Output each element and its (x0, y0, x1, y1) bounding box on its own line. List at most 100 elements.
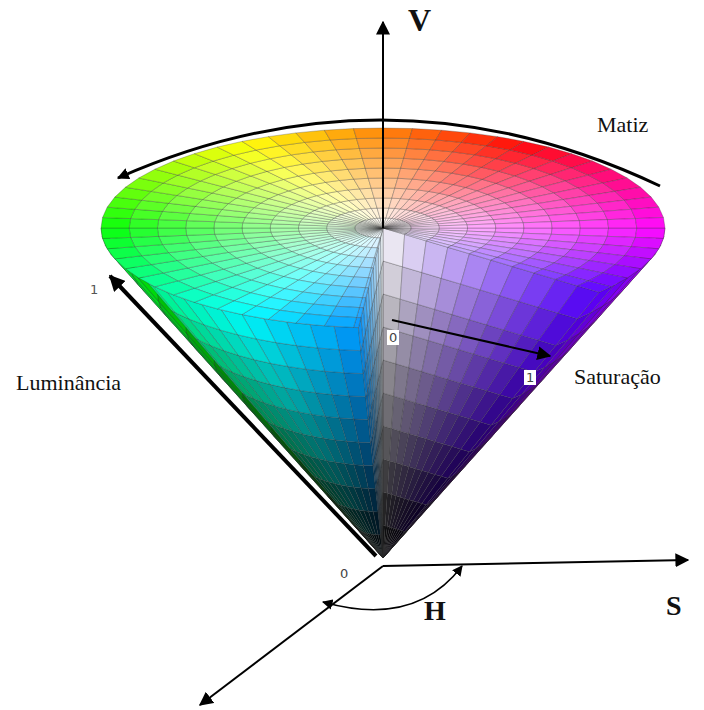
cone-facet (551, 221, 580, 228)
cone-facet (426, 240, 451, 248)
hue-label: Matiz (597, 114, 648, 136)
cone-facet (411, 226, 439, 228)
cone-facet (441, 449, 469, 478)
scale-number: 0 (340, 567, 348, 580)
cone-facet (242, 393, 271, 429)
cone-facet (405, 234, 429, 241)
cone-facet (362, 158, 383, 168)
cone-facet (298, 228, 327, 231)
cone-facet (378, 510, 381, 535)
cone-facet (186, 228, 215, 235)
cone-facet (368, 178, 383, 188)
cone-facet (330, 138, 359, 149)
cone-facet (129, 228, 158, 237)
cone-facet (157, 228, 186, 236)
cone-facet (383, 531, 405, 558)
cone-facet (348, 168, 368, 179)
cone-facet (324, 129, 356, 140)
cone-facet (355, 525, 383, 558)
cone-facet (372, 218, 383, 228)
cone-facet (371, 188, 383, 198)
cone-facet (381, 532, 383, 558)
cone-facet (400, 502, 422, 530)
cone-facet (607, 219, 636, 228)
cone-facet (383, 228, 406, 234)
cone-facet (159, 235, 190, 244)
cone-facet (291, 449, 319, 478)
cone-facet (439, 225, 468, 228)
cone-facet (186, 333, 216, 370)
cone-facet (355, 526, 383, 558)
scale-number: 1 (524, 370, 536, 385)
axis-letter: V (408, 4, 431, 36)
cone-facet (101, 228, 131, 238)
cone-facet (369, 219, 383, 228)
cone-facet (631, 207, 663, 218)
cone-facet (374, 198, 383, 208)
s-axis (383, 560, 688, 566)
cone-facet (577, 281, 611, 292)
cone-facet (383, 148, 407, 158)
axis-letter: S (666, 592, 682, 620)
luminance-label: Luminância (16, 372, 121, 394)
cone-facet (469, 252, 497, 261)
cone-facet (129, 219, 158, 228)
axis-letter: H (424, 597, 446, 625)
cone-facet (376, 486, 379, 512)
cone-facet (187, 234, 218, 242)
cone-facet (103, 237, 135, 248)
cone-facet (383, 526, 411, 558)
cone-facet (131, 236, 163, 246)
cone-facet (523, 222, 552, 228)
cone-facet (383, 138, 410, 148)
cone-facet (402, 504, 426, 532)
cone-facet (383, 158, 404, 168)
cone-facet (373, 462, 376, 489)
cone-facet (480, 395, 512, 425)
cone-facet (374, 218, 383, 228)
cone-facet (101, 218, 131, 228)
cone-facet (383, 261, 402, 299)
cone-facet (157, 220, 186, 228)
cone-facet (383, 226, 411, 228)
cone-facet (270, 426, 299, 462)
v-axis (382, 22, 384, 228)
cone-facet (327, 228, 355, 230)
cone-facet (296, 130, 330, 142)
scale-number: 1 (90, 283, 98, 296)
cone-facet (214, 228, 243, 234)
cone-facet (579, 228, 608, 236)
cone-facet (356, 138, 383, 148)
cone-facet (382, 530, 383, 558)
cone-facet (576, 211, 607, 220)
cone-facet (381, 533, 383, 558)
cone-facet (371, 438, 374, 466)
cone-facet (448, 246, 474, 254)
cone-facet (635, 228, 665, 238)
cone-facet (539, 313, 578, 345)
cone-facet (604, 209, 636, 219)
cone-facet (467, 224, 496, 228)
saturation-arrow (392, 320, 550, 356)
cone-facet (383, 227, 411, 228)
cone-facet (379, 508, 381, 534)
cone-facet (383, 527, 411, 558)
saturation-label: Saturação (574, 366, 661, 388)
cone-facet (381, 531, 383, 558)
cone-facet (383, 128, 412, 138)
cone-facet (342, 158, 365, 169)
cone-facet (365, 168, 383, 178)
cone-facet (354, 128, 383, 138)
cone-facet (558, 286, 599, 319)
h-reference-axis (200, 566, 383, 705)
scale-number: 0 (387, 330, 399, 345)
cone-facet (383, 225, 411, 228)
cone-facet (359, 148, 383, 158)
cone-facet (383, 294, 400, 332)
axes (110, 22, 688, 705)
cone-facet (549, 213, 580, 221)
cone-facet (422, 476, 448, 505)
cone-facet (461, 422, 491, 452)
cone-facet (635, 218, 665, 228)
